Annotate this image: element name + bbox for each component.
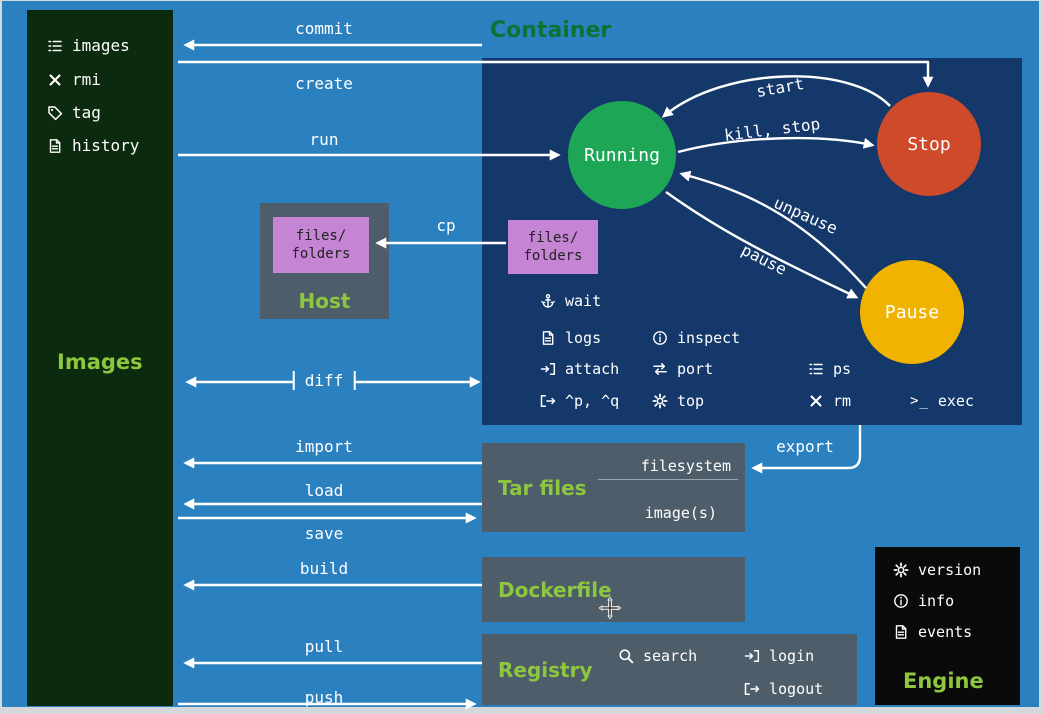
- rmi-command-item: rmi: [47, 70, 101, 89]
- tag-command-item: tag: [47, 103, 101, 122]
- tar-divider: [598, 479, 738, 480]
- logout-arrow-icon: [744, 681, 760, 697]
- list-icon: [47, 38, 63, 54]
- command-label: exec: [937, 392, 974, 410]
- command-label: version: [918, 561, 982, 579]
- command-label: port: [677, 360, 714, 378]
- mouse-cursor: [598, 596, 622, 620]
- command-label: logs: [565, 329, 602, 347]
- ps-command-item: ps: [808, 360, 851, 378]
- import-label: import: [295, 437, 353, 456]
- info-icon: [893, 593, 909, 609]
- doc-icon: [893, 624, 909, 640]
- dockerfile-panel: Dockerfile: [482, 557, 745, 622]
- container-files-box: files/ folders: [508, 220, 598, 274]
- version-command-item: version: [893, 561, 981, 579]
- stop-state-circle: Stop: [877, 92, 981, 196]
- save-label: save: [304, 524, 344, 543]
- registry-panel-title: Registry: [498, 657, 593, 682]
- files-box-line1: files/: [527, 230, 579, 246]
- tar-filesystem-label: filesystem: [640, 457, 731, 475]
- wait-command-item: wait: [540, 292, 601, 310]
- tar-files-panel: Tar files filesystem image(s): [482, 443, 745, 532]
- command-label: rm: [833, 392, 852, 410]
- list-icon: [808, 361, 824, 377]
- login-arrow-icon: [540, 361, 556, 377]
- commit-label: commit: [295, 19, 353, 38]
- command-label: wait: [565, 292, 602, 310]
- command-label: rmi: [72, 70, 101, 89]
- command-label: search: [643, 647, 698, 665]
- command-label: attach: [565, 360, 620, 378]
- gear-icon: [893, 562, 909, 578]
- search-command-item: search: [618, 647, 697, 665]
- exec-command-item: >_ exec: [910, 392, 974, 410]
- container-panel-title: Container: [490, 18, 612, 43]
- attach-command-item: attach: [540, 360, 619, 378]
- command-label: info: [918, 592, 955, 610]
- login-arrow-icon: [744, 648, 760, 664]
- logout-command-item: logout: [744, 680, 823, 698]
- engine-panel-title: Engine: [903, 669, 984, 693]
- doc-icon: [540, 330, 556, 346]
- top-command-item: top: [652, 392, 704, 410]
- host-files-box: files/ folders: [273, 217, 369, 273]
- history-command-item: history: [47, 136, 139, 155]
- host-panel-title: Host: [298, 289, 351, 313]
- files-box-line2: folders: [291, 246, 351, 262]
- doc-icon: [47, 138, 63, 154]
- events-command-item: events: [893, 623, 972, 641]
- anchor-icon: [540, 293, 556, 309]
- info-icon: [652, 330, 668, 346]
- login-command-item: login: [744, 647, 814, 665]
- command-label: events: [918, 623, 973, 641]
- files-box-line1: files/: [295, 228, 347, 244]
- command-label: top: [677, 392, 705, 410]
- command-label: images: [72, 36, 130, 55]
- x-icon: [808, 393, 824, 409]
- load-label: load: [304, 481, 344, 500]
- inspect-command-item: inspect: [652, 329, 740, 347]
- push-label: push: [304, 688, 344, 707]
- prompt-icon: >_: [910, 393, 929, 409]
- tar-images-label: image(s): [644, 504, 717, 522]
- host-panel: files/ folders Host: [260, 203, 389, 319]
- images-panel-title: Images: [57, 350, 143, 374]
- registry-panel: Registry search login logout: [482, 634, 857, 705]
- command-label: ^p, ^q: [565, 392, 620, 410]
- port-command-item: port: [652, 360, 713, 378]
- command-label: logout: [769, 680, 824, 698]
- create-label: create: [295, 74, 353, 93]
- port-icon: [652, 361, 668, 377]
- command-label: ps: [833, 360, 852, 378]
- images-panel: images rmi tag history Images: [27, 10, 173, 706]
- x-icon: [47, 72, 63, 88]
- run-label: run: [309, 130, 339, 149]
- cp-label: cp: [436, 216, 456, 235]
- command-label: tag: [72, 103, 101, 122]
- search-icon: [618, 648, 634, 664]
- build-label: build: [299, 559, 349, 578]
- logs-command-item: logs: [540, 329, 601, 347]
- tag-icon: [47, 105, 63, 121]
- running-state-circle: Running: [568, 101, 676, 209]
- command-label: inspect: [677, 329, 741, 347]
- rm-command-item: rm: [808, 392, 851, 410]
- images-command-item: images: [47, 36, 130, 55]
- diff-label: diff: [292, 371, 356, 390]
- command-label: history: [72, 136, 140, 155]
- command-label: login: [769, 647, 815, 665]
- pause-state-circle: Pause: [860, 260, 964, 364]
- files-box-line2: folders: [523, 248, 583, 264]
- gear-icon: [652, 393, 668, 409]
- dockerfile-panel-title: Dockerfile: [498, 577, 612, 602]
- engine-panel: version info events Engine: [875, 547, 1020, 705]
- info-command-item: info: [893, 592, 954, 610]
- export-label: export: [776, 437, 834, 456]
- tar-files-panel-title: Tar files: [498, 475, 587, 500]
- pull-label: pull: [304, 637, 344, 656]
- logout-arrow-icon: [540, 393, 556, 409]
- detach-command-item: ^p, ^q: [540, 392, 619, 410]
